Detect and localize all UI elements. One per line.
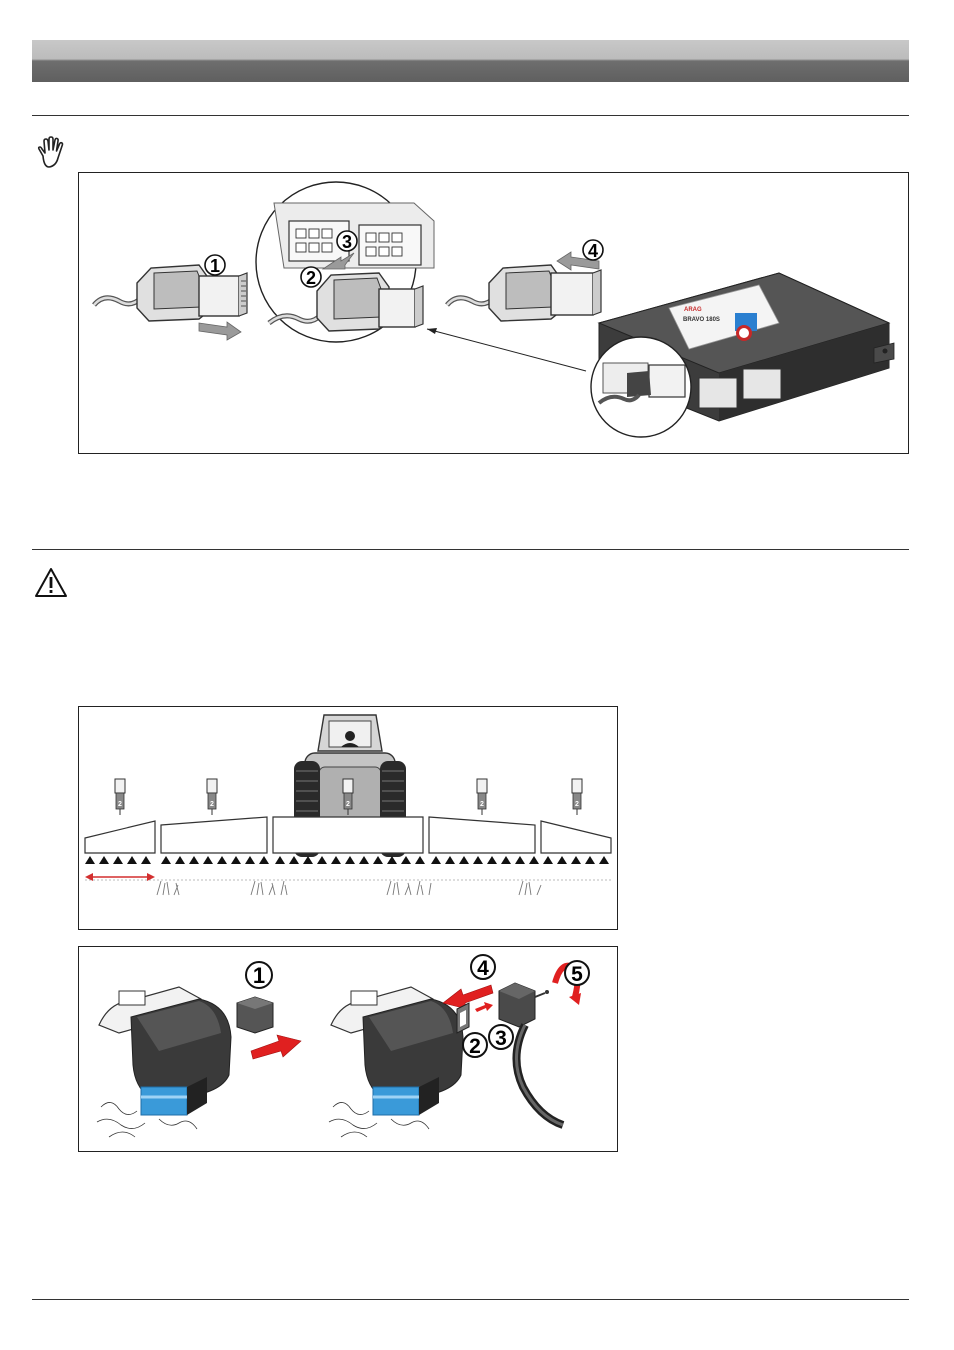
callout-1: 1 (204, 254, 226, 276)
magnifier-circle (255, 181, 435, 343)
valve-cap-figure: 1 2 3 4 5 (78, 946, 618, 1152)
section-divider-top (32, 115, 909, 116)
svg-text:4: 4 (588, 241, 598, 261)
section-valve-3: 2 (342, 778, 354, 815)
red-arrow-small (475, 1002, 493, 1012)
callout-5: 5 (564, 960, 590, 986)
callout-3: 3 (488, 1024, 514, 1050)
plug-connector (498, 982, 565, 1129)
nozzle-row (85, 856, 609, 864)
section-valve-4: 2 (476, 778, 488, 815)
gasket-piece (456, 1002, 470, 1034)
svg-text:3: 3 (342, 232, 352, 252)
section-valve-5: 2 (571, 778, 583, 815)
svg-text:1: 1 (253, 963, 265, 988)
callout-2: 2 (462, 1032, 488, 1058)
svg-text:2: 2 (346, 801, 350, 808)
unit-brand-label: ARAG (684, 307, 702, 313)
connector-left (92, 264, 248, 341)
callout-4: 4 (470, 954, 496, 980)
svg-text:3: 3 (495, 1027, 507, 1050)
callout-3: 3 (336, 230, 358, 252)
boom-sections (84, 816, 612, 854)
callout-2: 2 (300, 266, 322, 288)
connector-right (445, 251, 602, 322)
warning-icon (34, 567, 68, 599)
cap-piece (236, 996, 274, 1034)
zoom-circle-small (590, 336, 692, 438)
svg-text:2: 2 (575, 801, 579, 808)
callout-1: 1 (245, 961, 273, 989)
section-width-arrow (85, 873, 155, 881)
valve-left (96, 986, 232, 1138)
section-valve-1: 2 (114, 778, 126, 815)
svg-text:2: 2 (118, 801, 122, 808)
footer-divider (32, 1299, 909, 1300)
grass-patches (156, 880, 542, 896)
hand-icon (34, 136, 68, 170)
svg-text:2: 2 (210, 801, 214, 808)
valve-right (328, 986, 464, 1138)
svg-text:2: 2 (306, 268, 316, 288)
connector-figure: ARAG BRAVO 180S 1 2 (78, 172, 909, 454)
svg-text:5: 5 (571, 963, 583, 986)
red-arrow-left (442, 984, 494, 1010)
svg-text:2: 2 (480, 801, 484, 808)
section-divider-middle (32, 549, 909, 550)
callout-4: 4 (582, 239, 604, 261)
svg-text:4: 4 (477, 957, 489, 980)
red-arrow-right (250, 1034, 302, 1060)
svg-text:2: 2 (469, 1035, 481, 1058)
boom-sections-figure: 2 2 2 2 2 (78, 706, 618, 930)
svg-text:1: 1 (210, 256, 220, 276)
page-header-bar (32, 40, 909, 82)
section-valve-2: 2 (206, 778, 218, 815)
unit-model-label: BRAVO 180S (683, 317, 720, 323)
